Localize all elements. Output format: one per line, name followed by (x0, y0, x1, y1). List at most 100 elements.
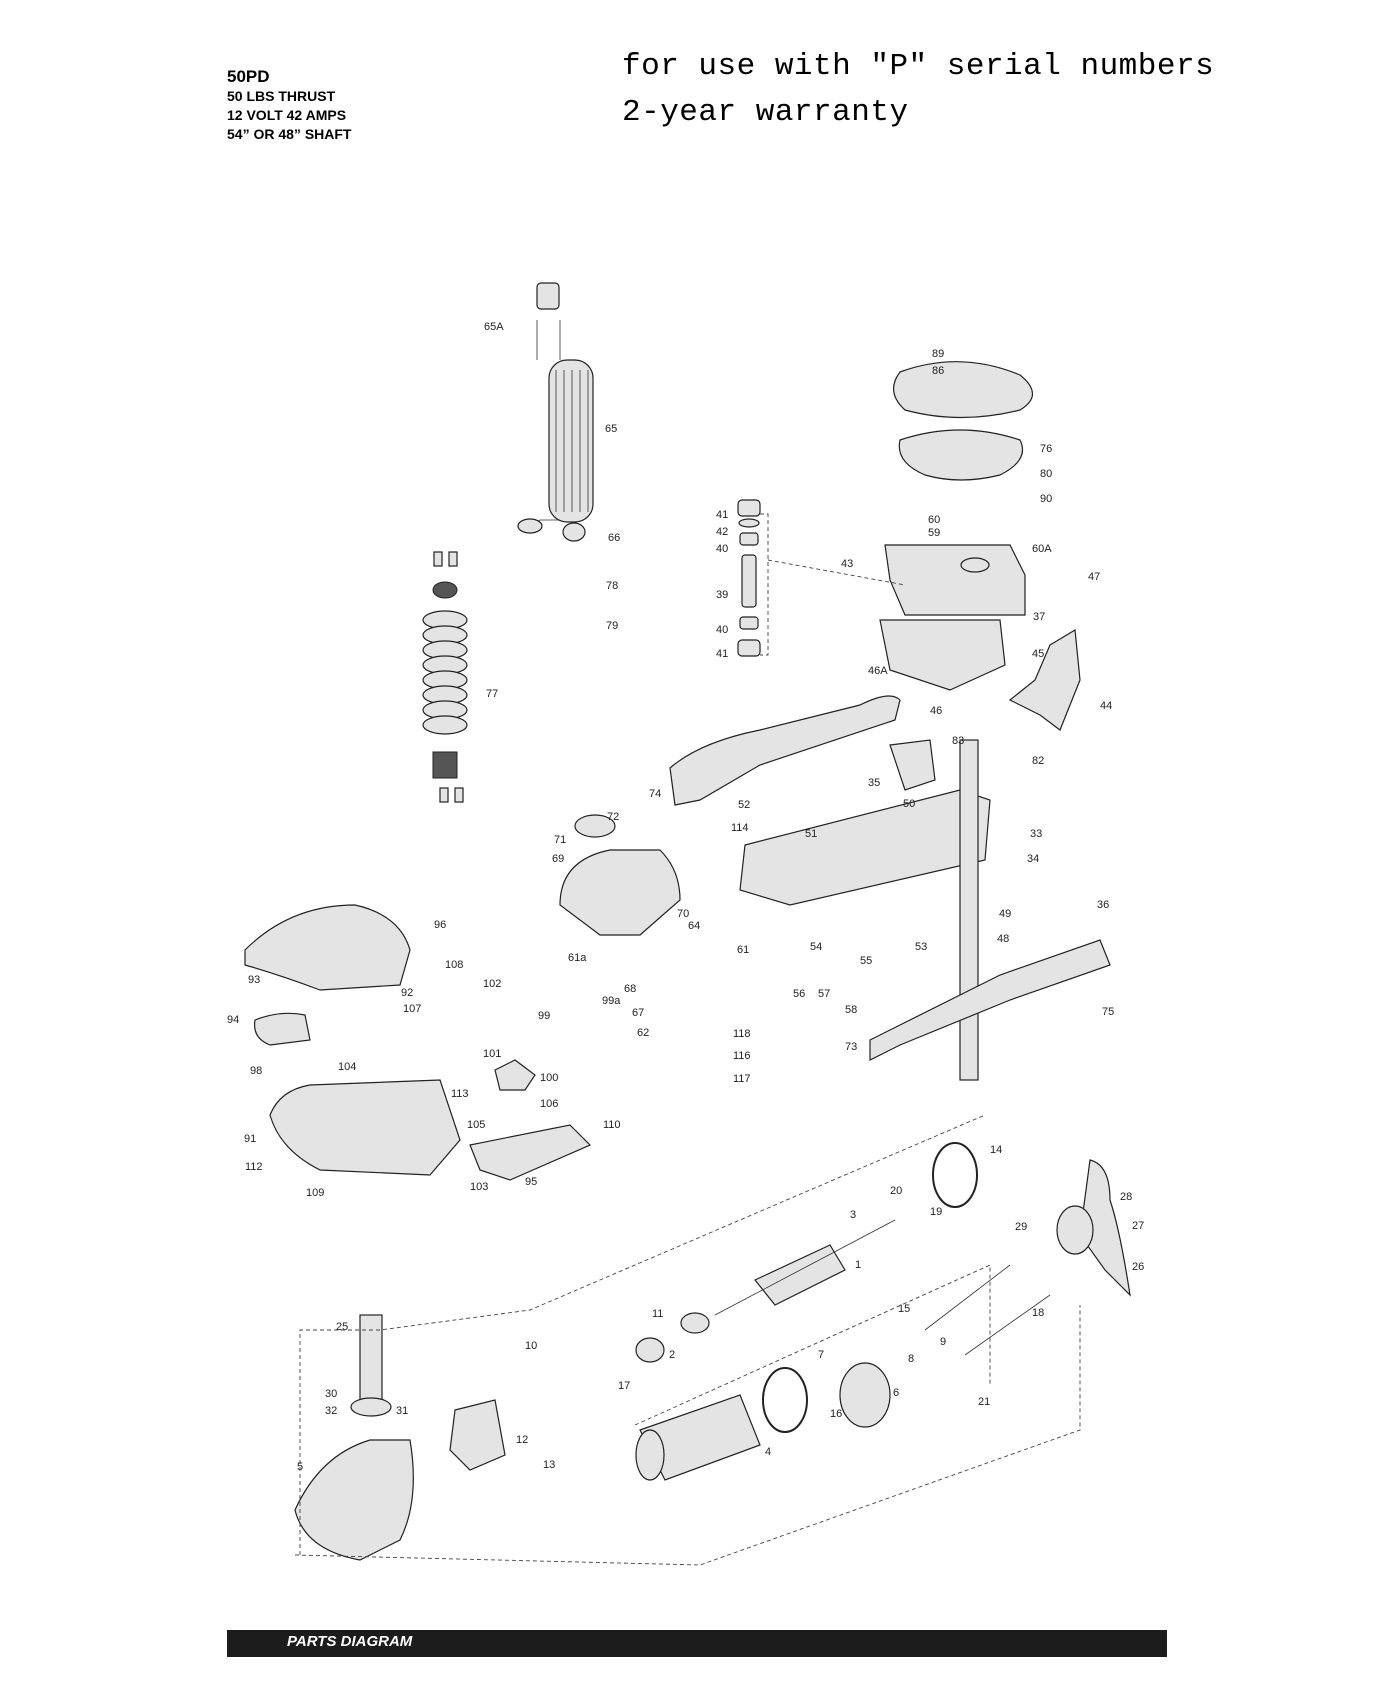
callout-59: 59 (928, 527, 940, 539)
callout-98: 98 (250, 1065, 262, 1077)
callout-41b: 41 (716, 648, 728, 660)
callout-116: 116 (733, 1050, 751, 1062)
callout-91: 91 (244, 1133, 256, 1145)
callout-57: 57 (818, 988, 830, 1000)
callout-75: 75 (1102, 1006, 1114, 1018)
callout-labels: 65A 65 66 78 79 77 89 86 76 80 90 41 42 … (227, 321, 1144, 1473)
callout-20: 20 (890, 1185, 902, 1197)
callout-108: 108 (445, 959, 463, 971)
callout-35: 35 (868, 777, 880, 789)
callout-46A: 46A (868, 665, 888, 677)
spec-power: 12 VOLT 42 AMPS (227, 107, 347, 123)
callout-40: 40 (716, 543, 728, 555)
callout-19: 19 (930, 1206, 942, 1218)
callout-79: 79 (606, 620, 618, 632)
callout-29: 29 (1015, 1221, 1027, 1233)
callout-80: 80 (1040, 468, 1052, 480)
callout-117: 117 (733, 1073, 751, 1085)
callout-93: 93 (248, 974, 260, 986)
callout-109: 109 (306, 1187, 324, 1199)
callout-51: 51 (805, 828, 817, 840)
callout-2: 2 (669, 1349, 675, 1361)
callout-46: 46 (930, 705, 942, 717)
callout-53: 53 (915, 941, 927, 953)
callout-44: 44 (1100, 700, 1112, 712)
callout-76: 76 (1040, 443, 1052, 455)
callout-37: 37 (1033, 611, 1045, 623)
callout-31: 31 (396, 1405, 408, 1417)
callout-64: 64 (688, 920, 700, 932)
callout-68: 68 (624, 983, 636, 995)
callout-83: 83 (952, 735, 964, 747)
footer-label: PARTS DIAGRAM (287, 1633, 413, 1650)
callout-25: 25 (336, 1321, 348, 1333)
callout-101: 101 (483, 1048, 501, 1060)
callout-62: 62 (637, 1027, 649, 1039)
callout-48: 48 (997, 933, 1009, 945)
callout-40b: 40 (716, 624, 728, 636)
callout-9: 9 (940, 1336, 946, 1348)
callout-13: 13 (543, 1459, 555, 1471)
callout-39: 39 (716, 589, 728, 601)
callout-21: 21 (978, 1396, 990, 1408)
callout-33: 33 (1030, 828, 1042, 840)
callout-107: 107 (403, 1003, 421, 1015)
callout-3: 3 (850, 1209, 856, 1221)
lower-housing-drawing (869, 939, 1111, 1061)
callout-66: 66 (608, 532, 620, 544)
callout-7: 7 (818, 1349, 824, 1361)
callout-55: 55 (860, 955, 872, 967)
callout-54: 54 (810, 941, 822, 953)
callout-77: 77 (486, 688, 498, 700)
serial-note-line-2: 2-year warranty (622, 95, 909, 130)
callout-30: 30 (325, 1388, 337, 1400)
callout-17: 17 (618, 1380, 630, 1392)
callout-113: 113 (451, 1088, 469, 1100)
callout-11: 11 (652, 1308, 663, 1320)
callout-28: 28 (1120, 1191, 1132, 1203)
callout-36: 36 (1097, 899, 1109, 911)
callout-65: 65 (605, 423, 617, 435)
callout-112: 112 (245, 1161, 263, 1173)
callout-15: 15 (898, 1303, 910, 1315)
callout-74: 74 (649, 788, 661, 800)
callout-41: 41 (716, 509, 728, 521)
model-name: 50PD (227, 67, 270, 86)
callout-1: 1 (855, 1259, 861, 1271)
callout-60: 60 (928, 514, 940, 526)
spec-shaft: 54” OR 48” SHAFT (227, 126, 352, 142)
callout-103: 103 (470, 1181, 488, 1193)
callout-102: 102 (483, 978, 501, 990)
callout-69: 69 (552, 853, 564, 865)
lower-unit-drawing (294, 1314, 506, 1561)
callout-65A: 65A (484, 321, 504, 333)
callout-106: 106 (540, 1098, 558, 1110)
callout-61: 61 (737, 944, 749, 956)
callout-32: 32 (325, 1405, 337, 1417)
callout-18: 18 (1032, 1307, 1044, 1319)
callout-99: 99 (538, 1010, 550, 1022)
callout-118: 118 (733, 1028, 751, 1040)
callout-67: 67 (632, 1007, 644, 1019)
callout-70: 70 (677, 908, 689, 920)
callout-45: 45 (1032, 648, 1044, 660)
callout-5: 5 (297, 1461, 303, 1473)
control-head-drawing (559, 814, 681, 936)
coil-cord-drawing (422, 551, 468, 803)
callout-89: 89 (932, 348, 944, 360)
callout-10: 10 (525, 1340, 537, 1352)
callout-90: 90 (1040, 493, 1052, 505)
callout-82: 82 (1032, 755, 1044, 767)
callout-56: 56 (793, 988, 805, 1000)
spec-thrust: 50 LBS THRUST (227, 88, 336, 104)
callout-110: 110 (603, 1119, 621, 1131)
callout-95: 95 (525, 1176, 537, 1188)
callout-72: 72 (607, 811, 619, 823)
callout-104: 104 (338, 1061, 356, 1073)
callout-43: 43 (841, 558, 853, 570)
assembly-frame (294, 1114, 1081, 1566)
serial-note: for use with "P" serial numbers 2-year w… (622, 44, 1214, 136)
callout-49: 49 (999, 908, 1011, 920)
callout-92: 92 (401, 987, 413, 999)
power-cord-drawing (517, 282, 594, 542)
